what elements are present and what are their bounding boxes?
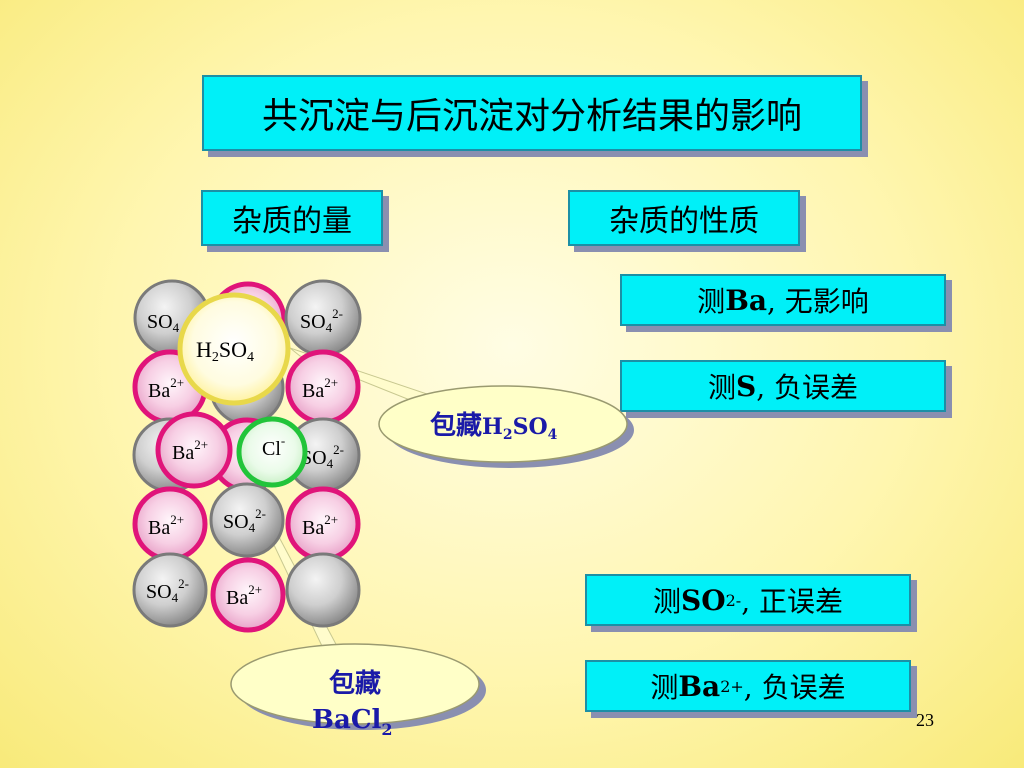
ion-ba: Ba2+ (210, 557, 286, 633)
svg-text:Ba2+: Ba2+ (226, 582, 262, 609)
ion-cl-occluded: Cl- (236, 416, 308, 488)
ion-so4: SO42- (209, 482, 285, 558)
svg-text:Ba2+: Ba2+ (302, 375, 338, 402)
svg-text:SO42-: SO42- (223, 506, 266, 535)
svg-text:SO42-: SO42- (300, 306, 343, 335)
ion-ba: Ba2+ (132, 486, 208, 562)
svg-text:Ba2+: Ba2+ (148, 512, 184, 539)
svg-text:Cl-: Cl- (262, 433, 285, 460)
svg-text:SO4: SO4 (147, 311, 180, 335)
ion-so4 (285, 552, 361, 628)
ion-so4: SO42- (284, 279, 362, 357)
header-impurity-quantity: 杂质的量 (201, 190, 383, 246)
svg-text:Ba2+: Ba2+ (302, 512, 338, 539)
ion-ba: Ba2+ (285, 486, 361, 562)
svg-text:H2SO4: H2SO4 (196, 337, 254, 365)
ion-ba-occluded: Ba2+ (155, 411, 233, 489)
svg-text:SO42-: SO42- (146, 576, 189, 605)
svg-text:Ba2+: Ba2+ (172, 437, 208, 464)
svg-text:Ba2+: Ba2+ (148, 375, 184, 402)
svg-text:BaCl2: BaCl2 (312, 705, 393, 739)
callout-occluded-h2so4: 包藏H2SO4 (378, 385, 634, 468)
molecule-h2so4-occluded: H2SO4 (177, 292, 291, 406)
callout-occluded-bacl2: 包藏 BaCl2 (230, 643, 486, 739)
page-title: 共沉淀与后沉淀对分析结果的影响 (202, 75, 862, 151)
header-impurity-nature: 杂质的性质 (568, 190, 800, 246)
svg-text:包藏H2SO4: 包藏H2SO4 (430, 410, 558, 443)
ion-ba: Ba2+ (285, 349, 361, 425)
ion-so4: SO42- (132, 552, 208, 628)
page-number: 23 (916, 710, 934, 730)
svg-text:包藏: 包藏 (329, 668, 381, 699)
